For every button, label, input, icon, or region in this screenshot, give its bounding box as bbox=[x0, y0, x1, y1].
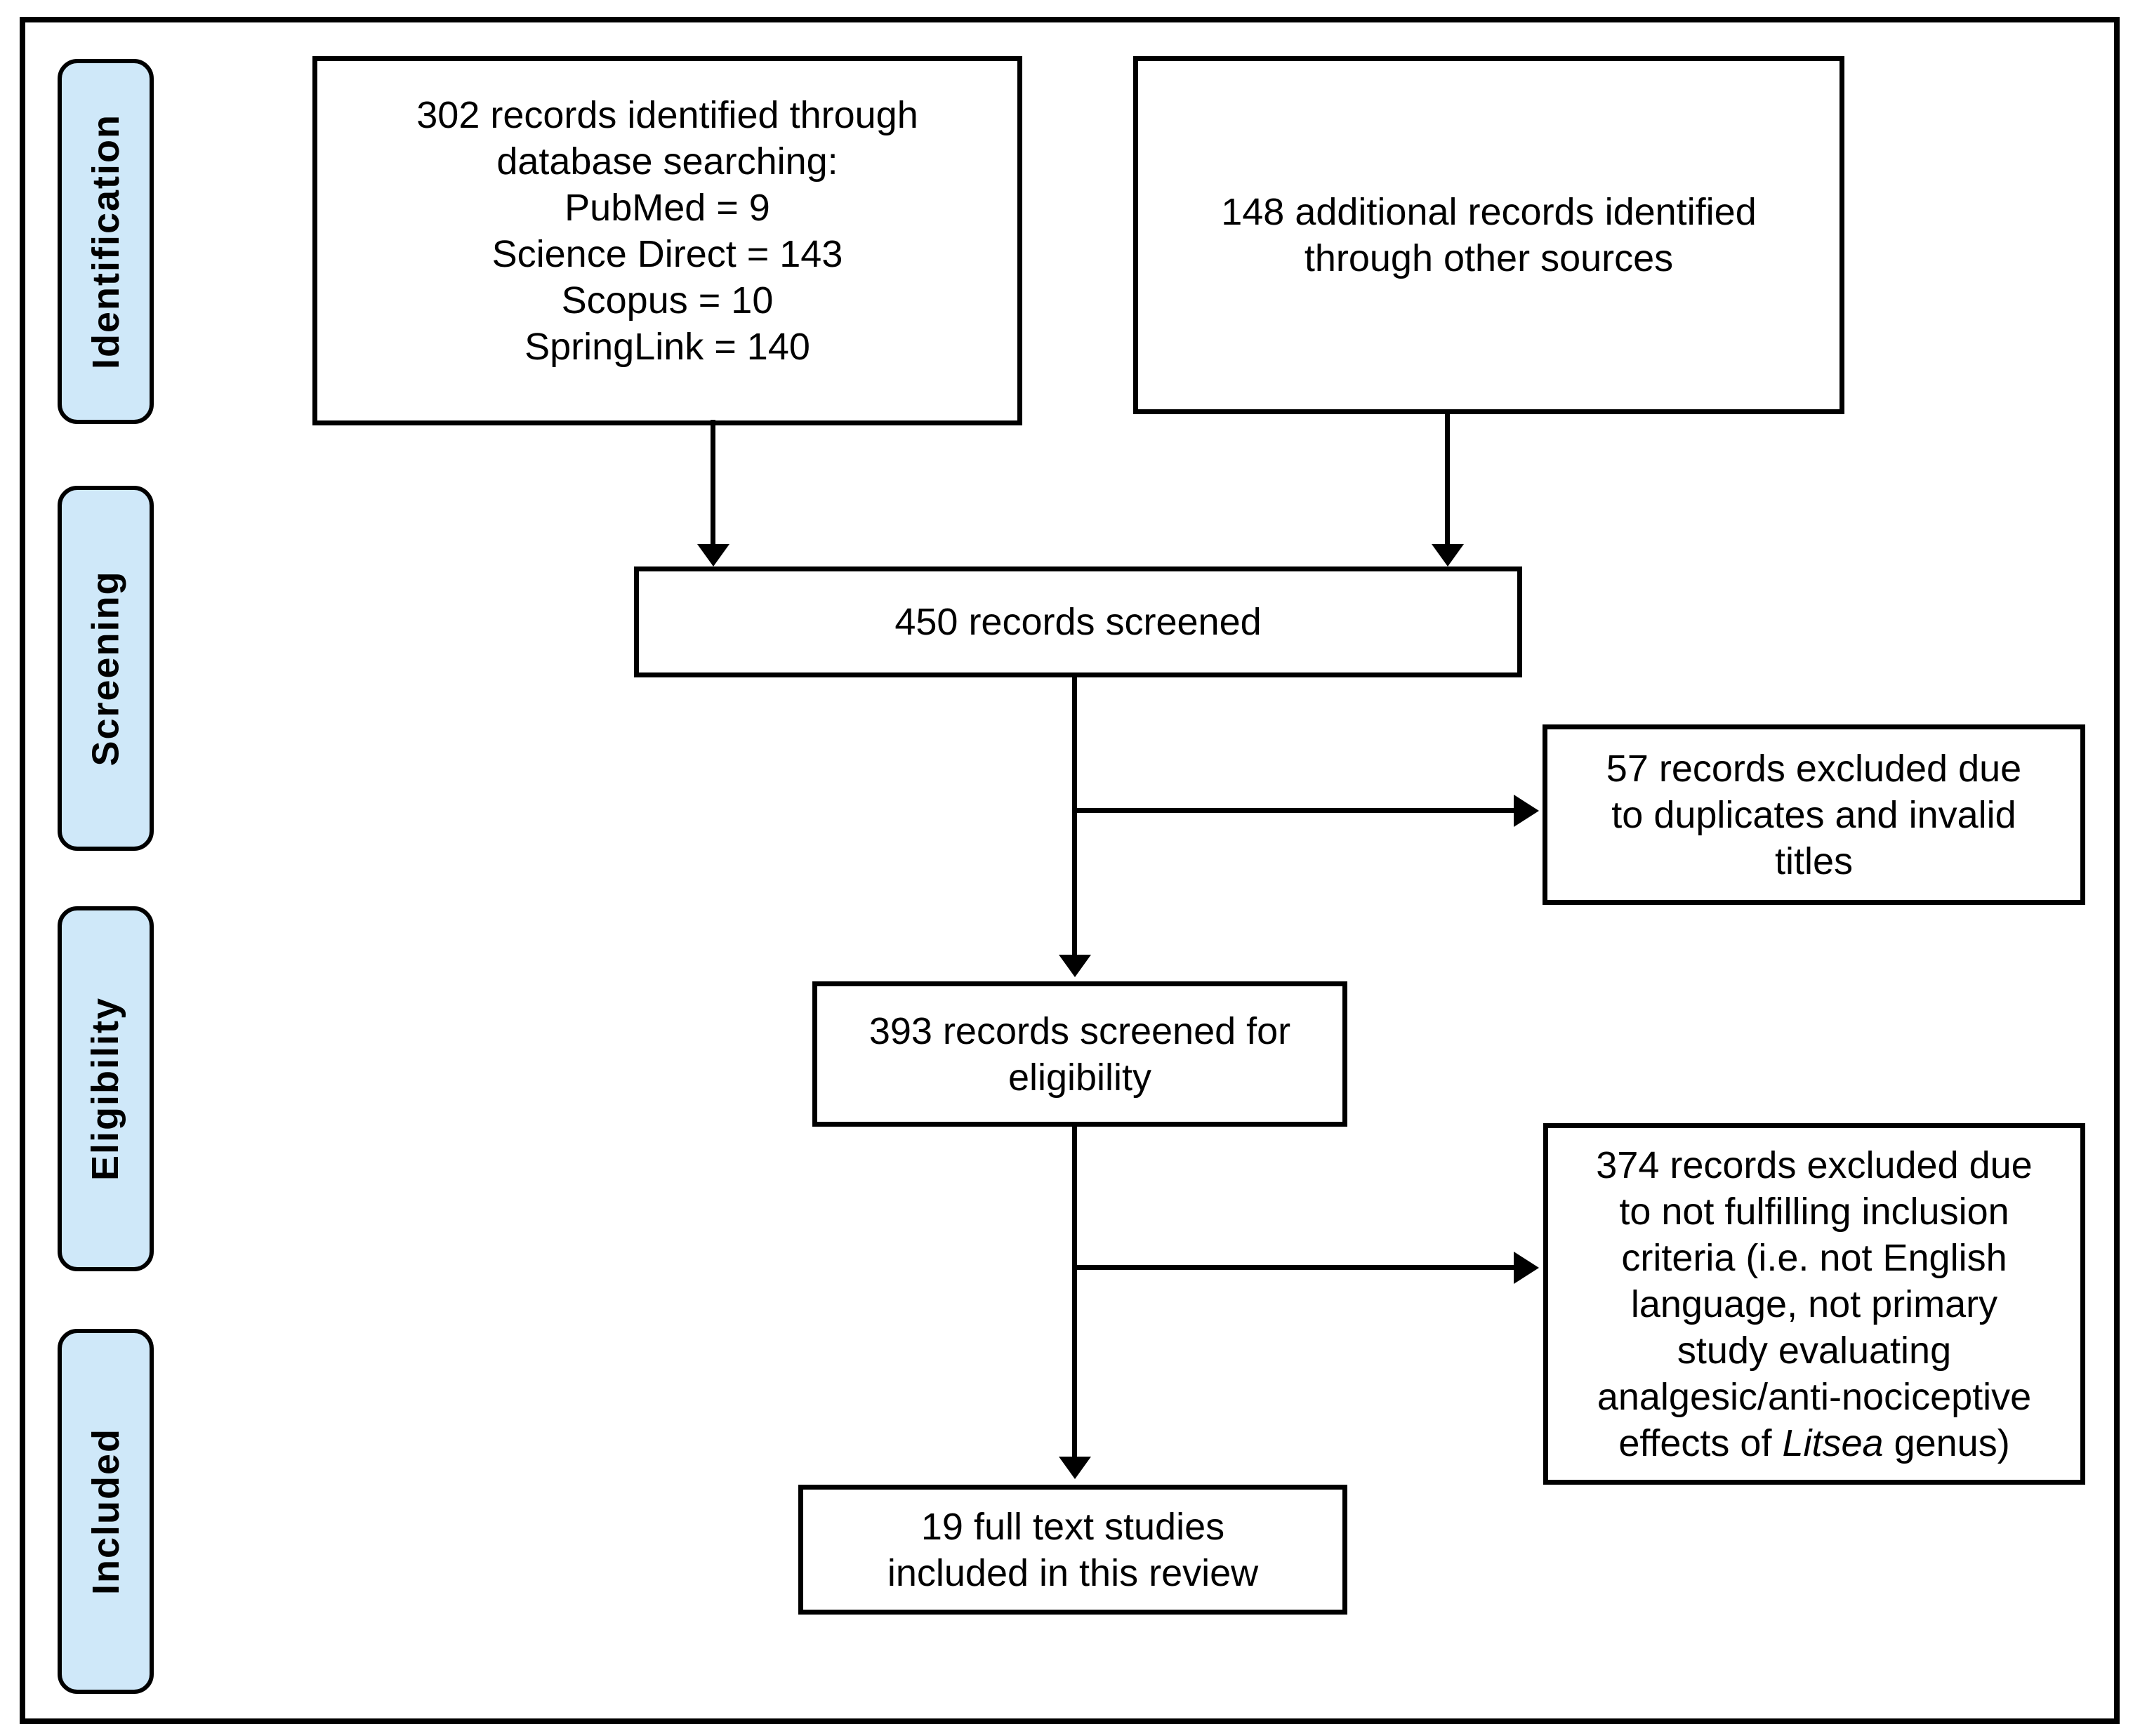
box-excluded-criteria: 374 records excluded due to not fulfilli… bbox=[1543, 1123, 2085, 1485]
box-additional-records-other-sources: 148 additional records identified throug… bbox=[1133, 56, 1844, 414]
stage-label-eligibility-text: Eligibility bbox=[84, 996, 127, 1181]
box-text-line: 19 full text studies bbox=[920, 1505, 1225, 1548]
stage-label-included-text: Included bbox=[84, 1427, 127, 1596]
box-text-line: to not fulfilling inclusion bbox=[1619, 1190, 2009, 1233]
arrow-branch-excluded-duplicates-line bbox=[1074, 808, 1517, 813]
box-text-line: Scopus = 10 bbox=[561, 279, 774, 322]
box-text-line: 393 records screened for bbox=[868, 1009, 1291, 1052]
box-records-screened: 450 records screened bbox=[634, 566, 1522, 677]
box-text-line-composite: effects of Litsea genus) bbox=[1618, 1420, 2009, 1466]
arrow-eligibility-to-included-head bbox=[1059, 1457, 1091, 1479]
box-excluded-duplicates: 57 records excluded due to duplicates an… bbox=[1543, 724, 2085, 905]
arrow-additional-to-screened-line bbox=[1445, 414, 1450, 546]
box-text-line: language, not primary bbox=[1630, 1283, 1998, 1325]
arrow-identified-to-screened-head bbox=[697, 544, 729, 566]
box-text-line: 148 additional records identified bbox=[1221, 191, 1757, 233]
box-text-line: titles bbox=[1774, 840, 1854, 882]
box-text-segment: effects of bbox=[1618, 1422, 1783, 1464]
stage-label-screening: Screening bbox=[58, 486, 154, 851]
box-text-line: 302 records identified through bbox=[416, 94, 918, 136]
box-text-line: study evaluating bbox=[1677, 1329, 1952, 1372]
stage-label-included: Included bbox=[58, 1329, 154, 1694]
box-text-line: 57 records excluded due bbox=[1606, 747, 2022, 790]
box-text-segment-italic: Litsea bbox=[1782, 1422, 1884, 1464]
stage-label-identification-text: Identification bbox=[84, 114, 127, 369]
box-text-line: analgesic/anti-nociceptive bbox=[1597, 1375, 2032, 1418]
box-text-line: eligibility bbox=[1008, 1056, 1152, 1099]
stage-label-eligibility: Eligibility bbox=[58, 906, 154, 1271]
arrow-branch-excluded-duplicates-head bbox=[1514, 795, 1539, 827]
box-text-line: database searching: bbox=[496, 140, 838, 183]
box-text-line: SpringLink = 140 bbox=[524, 326, 810, 368]
box-text-line: 374 records excluded due bbox=[1596, 1144, 2033, 1186]
arrow-additional-to-screened-head bbox=[1432, 544, 1464, 566]
arrow-branch-excluded-criteria-head bbox=[1514, 1252, 1539, 1284]
arrow-eligibility-to-included-line bbox=[1072, 1127, 1077, 1458]
arrow-screened-to-eligibility-head bbox=[1059, 955, 1091, 977]
box-text-line: criteria (i.e. not English bbox=[1621, 1236, 2007, 1279]
arrow-identified-to-screened-line bbox=[711, 420, 715, 546]
box-text-segment: genus) bbox=[1883, 1422, 2010, 1464]
box-text-line: Science Direct = 143 bbox=[491, 233, 843, 275]
stage-label-identification: Identification bbox=[58, 59, 154, 424]
box-included-in-review: 19 full text studies included in this re… bbox=[798, 1485, 1347, 1615]
box-text-line: PubMed = 9 bbox=[564, 187, 770, 229]
box-screened-for-eligibility: 393 records screened for eligibility bbox=[812, 981, 1347, 1127]
box-text-line: to duplicates and invalid bbox=[1611, 793, 2016, 836]
arrow-branch-excluded-criteria-line bbox=[1074, 1265, 1517, 1270]
box-text-line: included in this review bbox=[887, 1551, 1259, 1594]
box-text-line: 450 records screened bbox=[894, 601, 1262, 643]
box-text-line: through other sources bbox=[1304, 237, 1674, 279]
arrow-screened-to-eligibility-line bbox=[1072, 674, 1077, 956]
stage-label-screening-text: Screening bbox=[84, 570, 127, 767]
box-records-identified-database: 302 records identified through database … bbox=[312, 56, 1022, 425]
